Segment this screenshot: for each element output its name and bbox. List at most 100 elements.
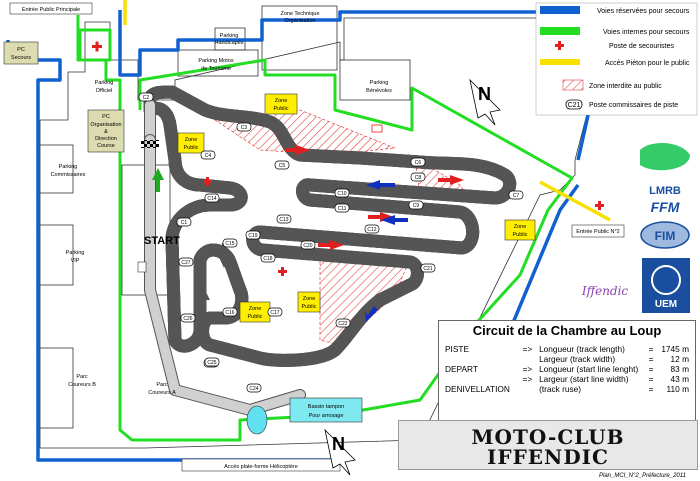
spec-desc: Longueur (track length) [539,344,625,354]
pc-orga-1: PC [102,114,110,120]
spec-row: DENIVELLATION (track ruse) = 110 m [445,384,689,394]
parc-b-1: Parc [76,374,88,380]
marshal-post-label: C14 [207,196,216,202]
pc-orga-3: & [104,129,108,135]
arrow-red-2 [438,175,464,185]
fim-logo [640,221,690,249]
zone-public-text-1a: Zone [275,98,288,104]
pc-secours-label-2: Secours [11,55,31,61]
marshal-post-label: C22 [338,321,347,327]
spec-arrow [513,354,534,364]
zone-public-text-4b: Public [302,304,317,310]
lmrb-text: LMRB [649,185,681,197]
small-marker [371,124,383,133]
parc-a-2: Coureurs A [148,390,176,396]
marshal-post-marker [408,200,424,210]
spec-eq: = [648,354,654,364]
north-label-2: N [332,434,345,454]
bassin-2: Pour arrosage [309,413,344,419]
legend-hatch-text: Zone interdite au public [589,83,662,90]
pedestrian-access-route [123,0,611,222]
legend-swatch-blue [540,6,580,14]
circuit-specs-table: PISTE=>Longueur (track length)=1745 m Lar… [445,344,689,394]
parking-officiel-2: Officiel [96,88,113,94]
spec-desc: Longueur (start line lenght) [539,364,639,374]
legend-post-text: Poste commissaires de piste [589,102,678,109]
spec-desc: Largeur (start line width) [539,374,629,384]
spec-eq: = [648,384,654,394]
zone-public-text-3b: Public [513,232,528,238]
zone-public-text-5a: Zone [249,306,262,312]
spec-value: 1745 m [661,344,689,354]
arrow-grey-1 [218,243,230,268]
marshal-post-label: C9 [413,203,420,209]
marshal-post-marker [260,253,276,263]
marshal-post-marker [138,92,154,102]
north-label-1: N [478,84,491,104]
spec-row: PISTE=>Longueur (track length)=1745 m [445,344,689,354]
entree-principale-label: Entrée Public Principale [22,7,80,13]
spec-value: 43 m [670,374,689,384]
zone-public-text-1b: Public [274,106,289,112]
spec-key [445,374,513,384]
legend: Voies réservées pour secours Voies inter… [535,2,698,116]
legend-green-text: Voies internes pour secours [603,29,690,36]
circuit-title: Circuit de la Chambre au Loup [472,323,662,338]
zone-public-text-2b: Public [184,145,199,151]
spec-value: 12 m [670,354,689,364]
marshal-post-label: C6 [415,160,422,166]
marshal-post-label: C2 [143,95,150,101]
spec-key: DEPART [445,364,478,374]
zone-public-text-4a: Zone [303,296,316,302]
marshal-post-marker [204,357,220,367]
legend-cross-text: Poste de secouristes [609,43,674,50]
plan-caption: Plan_MCI_N°2_Préfecture_2011 [598,473,686,479]
arrow-red-3 [368,212,394,222]
zone-public-boxes [177,93,536,323]
fim-text: FIM [655,229,676,243]
north-arrows: N N [324,78,501,476]
zone-public-text-5b: Public [248,314,263,320]
legend-swatch-green [540,27,580,35]
spec-key [445,354,513,364]
marshal-post-label: C19 [248,233,257,239]
marshal-post-label: C7 [513,193,520,199]
legend-swatch-hatch [562,79,584,91]
marshal-post-marker [410,172,426,182]
spec-desc: (track ruse) [539,384,582,394]
entree-public-2-label: Entrée Public N°2 [576,229,619,235]
marshal-post-marker [204,193,220,203]
spec-key: PISTE [445,344,469,354]
pc-orga-5: Course [97,143,115,149]
arrow-blue-2 [381,215,408,225]
zone-public-1 [264,93,298,115]
marshal-post-label: C8 [415,175,422,181]
legend-swatch-yellow [540,59,580,65]
zone-public-2 [177,132,205,154]
spec-key: DENIVELLATION [445,384,510,394]
parking-handicapes-1: Parking [220,33,239,39]
spec-eq: = [648,374,654,384]
spec-eq: = [648,364,654,374]
marshal-post-label: C15 [225,241,234,247]
moto-club-banner: MOTO-CLUB IFFENDIC [398,420,698,470]
spec-row: Largeur (track width)=12 m [445,354,689,364]
first-aid-icon [92,41,102,52]
marshal-post-label: C24 [249,386,258,392]
marshal-post-marker [334,188,350,198]
marshal-post-marker [246,383,262,393]
marshal-post-label: C16 [225,310,234,316]
sponsor-logos: LMRB FFM FIM UEM Iffendic [581,143,690,313]
acces-helico-label: Accès plate-forme Hélicoptère [224,464,298,470]
arrow-red-1 [285,145,310,155]
marshal-post-label: C20 [303,243,312,249]
zone-public-labels: Zone Public Zone Public Zone Public Zone… [184,98,528,320]
marshal-post-marker [200,150,216,160]
marshal-post-marker [410,157,426,167]
spec-value: 110 m [666,384,689,394]
start-label: START [144,235,180,247]
marshal-post-marker [420,263,436,273]
